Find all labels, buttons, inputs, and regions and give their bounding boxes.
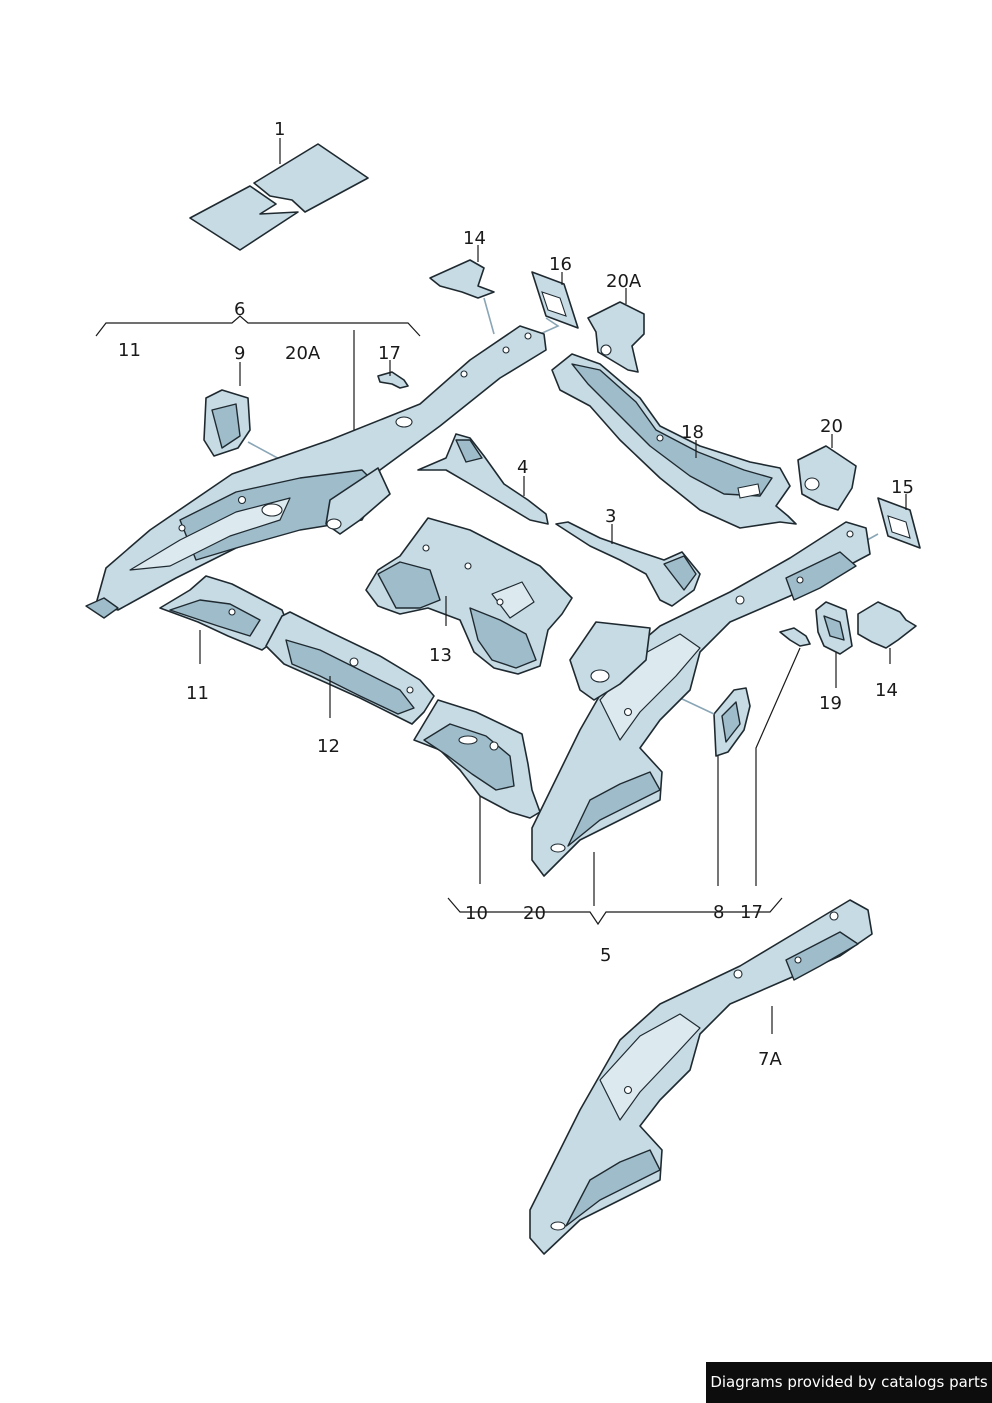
part-6-left-member[interactable] [85,325,547,619]
label-20a-mid: 20A [285,343,321,364]
label-16: 16 [549,254,572,275]
part-17-clip-top[interactable] [377,360,409,389]
part-7a-side-member[interactable] [529,899,873,1255]
label-14-top: 14 [463,228,486,249]
label-7a: 7A [758,1049,782,1070]
part-4-strut[interactable] [417,433,549,525]
label-19: 19 [819,693,842,714]
part-5-right-member[interactable] [531,521,871,906]
label-13: 13 [429,645,452,666]
part-13-center-section[interactable] [365,517,573,675]
callout-labels: 1 14 16 20A 6 11 9 20A 17 18 20 15 4 3 1… [118,119,914,1070]
label-1: 1 [274,119,285,140]
label-5: 5 [600,945,611,966]
label-10: 10 [465,903,488,924]
part-10-cross-member[interactable] [413,699,541,884]
part-14-bracket-lower[interactable] [857,601,917,664]
part-18-rear-member[interactable] [551,353,797,529]
label-20-right: 20 [820,416,843,437]
group-5-bracket [447,897,783,926]
label-17-bottom: 17 [740,902,763,923]
part-8-reinforcement[interactable] [679,687,751,886]
part-1-floor-mat[interactable] [189,138,369,251]
part-11-cross-member[interactable] [159,575,287,664]
label-9: 9 [234,343,245,364]
part-16-gasket-plate[interactable] [531,271,579,335]
part-20a-bracket-top[interactable] [587,288,645,373]
label-14-lower: 14 [875,680,898,701]
label-17-top: 17 [378,343,401,364]
label-11-top: 11 [118,340,141,361]
part-14-bracket-top[interactable] [429,245,495,335]
part-9-reinforcement[interactable] [203,362,297,469]
part-20-bracket-right[interactable] [797,434,857,511]
label-15: 15 [891,477,914,498]
part-19-bracket[interactable] [815,601,853,688]
label-8: 8 [713,902,724,923]
label-20-bottom: 20 [523,903,546,924]
group-6-bracket [95,315,421,432]
label-20a-top: 20A [606,271,642,292]
part-17-clip-lower[interactable] [755,627,811,886]
part-3-strut[interactable] [555,521,701,607]
part-15-gasket-plate[interactable] [859,494,921,549]
label-6: 6 [234,299,245,320]
part-12-cross-member[interactable] [265,611,435,725]
label-18: 18 [681,422,704,443]
label-4: 4 [517,457,528,478]
label-11-low: 11 [186,683,209,704]
label-12: 12 [317,736,340,757]
credit-banner: Diagrams provided by catalogs parts [706,1362,992,1403]
label-3: 3 [605,506,616,527]
